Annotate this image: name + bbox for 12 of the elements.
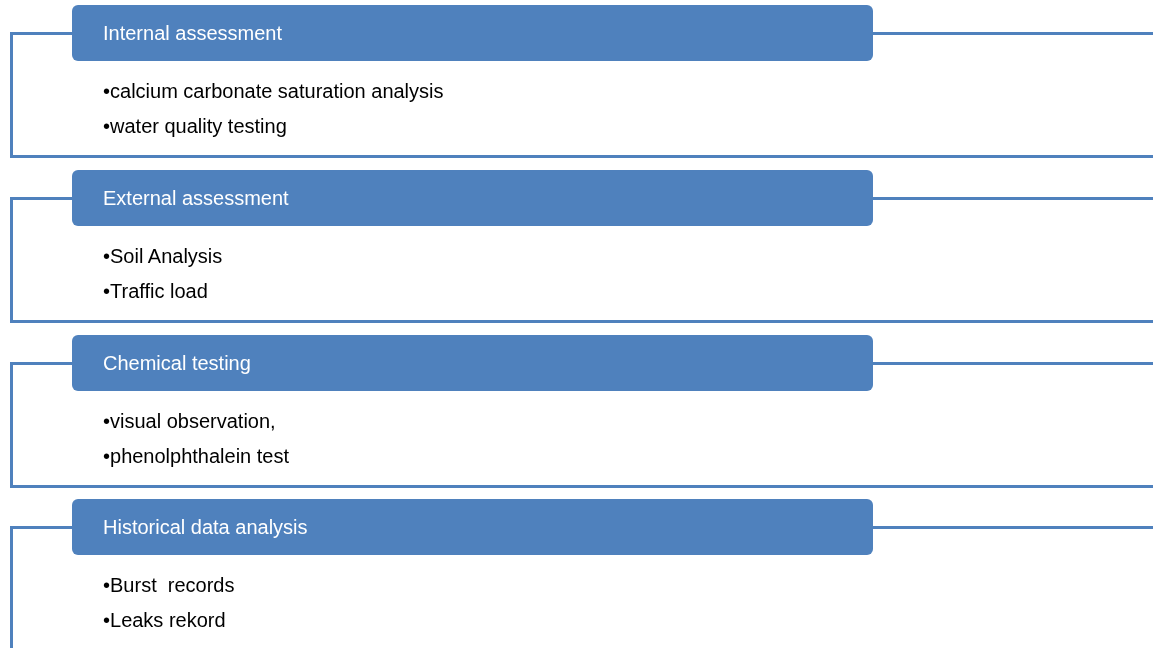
bullet-item: •Burst records [103,573,235,597]
bullet-item: •water quality testing [103,114,287,138]
bullet-item: •Leaks rekord [103,608,226,632]
heading-bar: Internal assessment [72,5,873,61]
heading-bar: Historical data analysis [72,499,873,555]
heading-bar: Chemical testing [72,335,873,391]
bullet-item: •phenolphthalein test [103,444,290,468]
bullet-item: •Soil Analysis [103,244,223,268]
bullet-item: •calcium carbonate saturation analysis [103,79,444,103]
bullet-item: •Traffic load [103,279,208,303]
heading-bar: External assessment [72,170,873,226]
bullet-item: •visual observation, [103,409,276,433]
